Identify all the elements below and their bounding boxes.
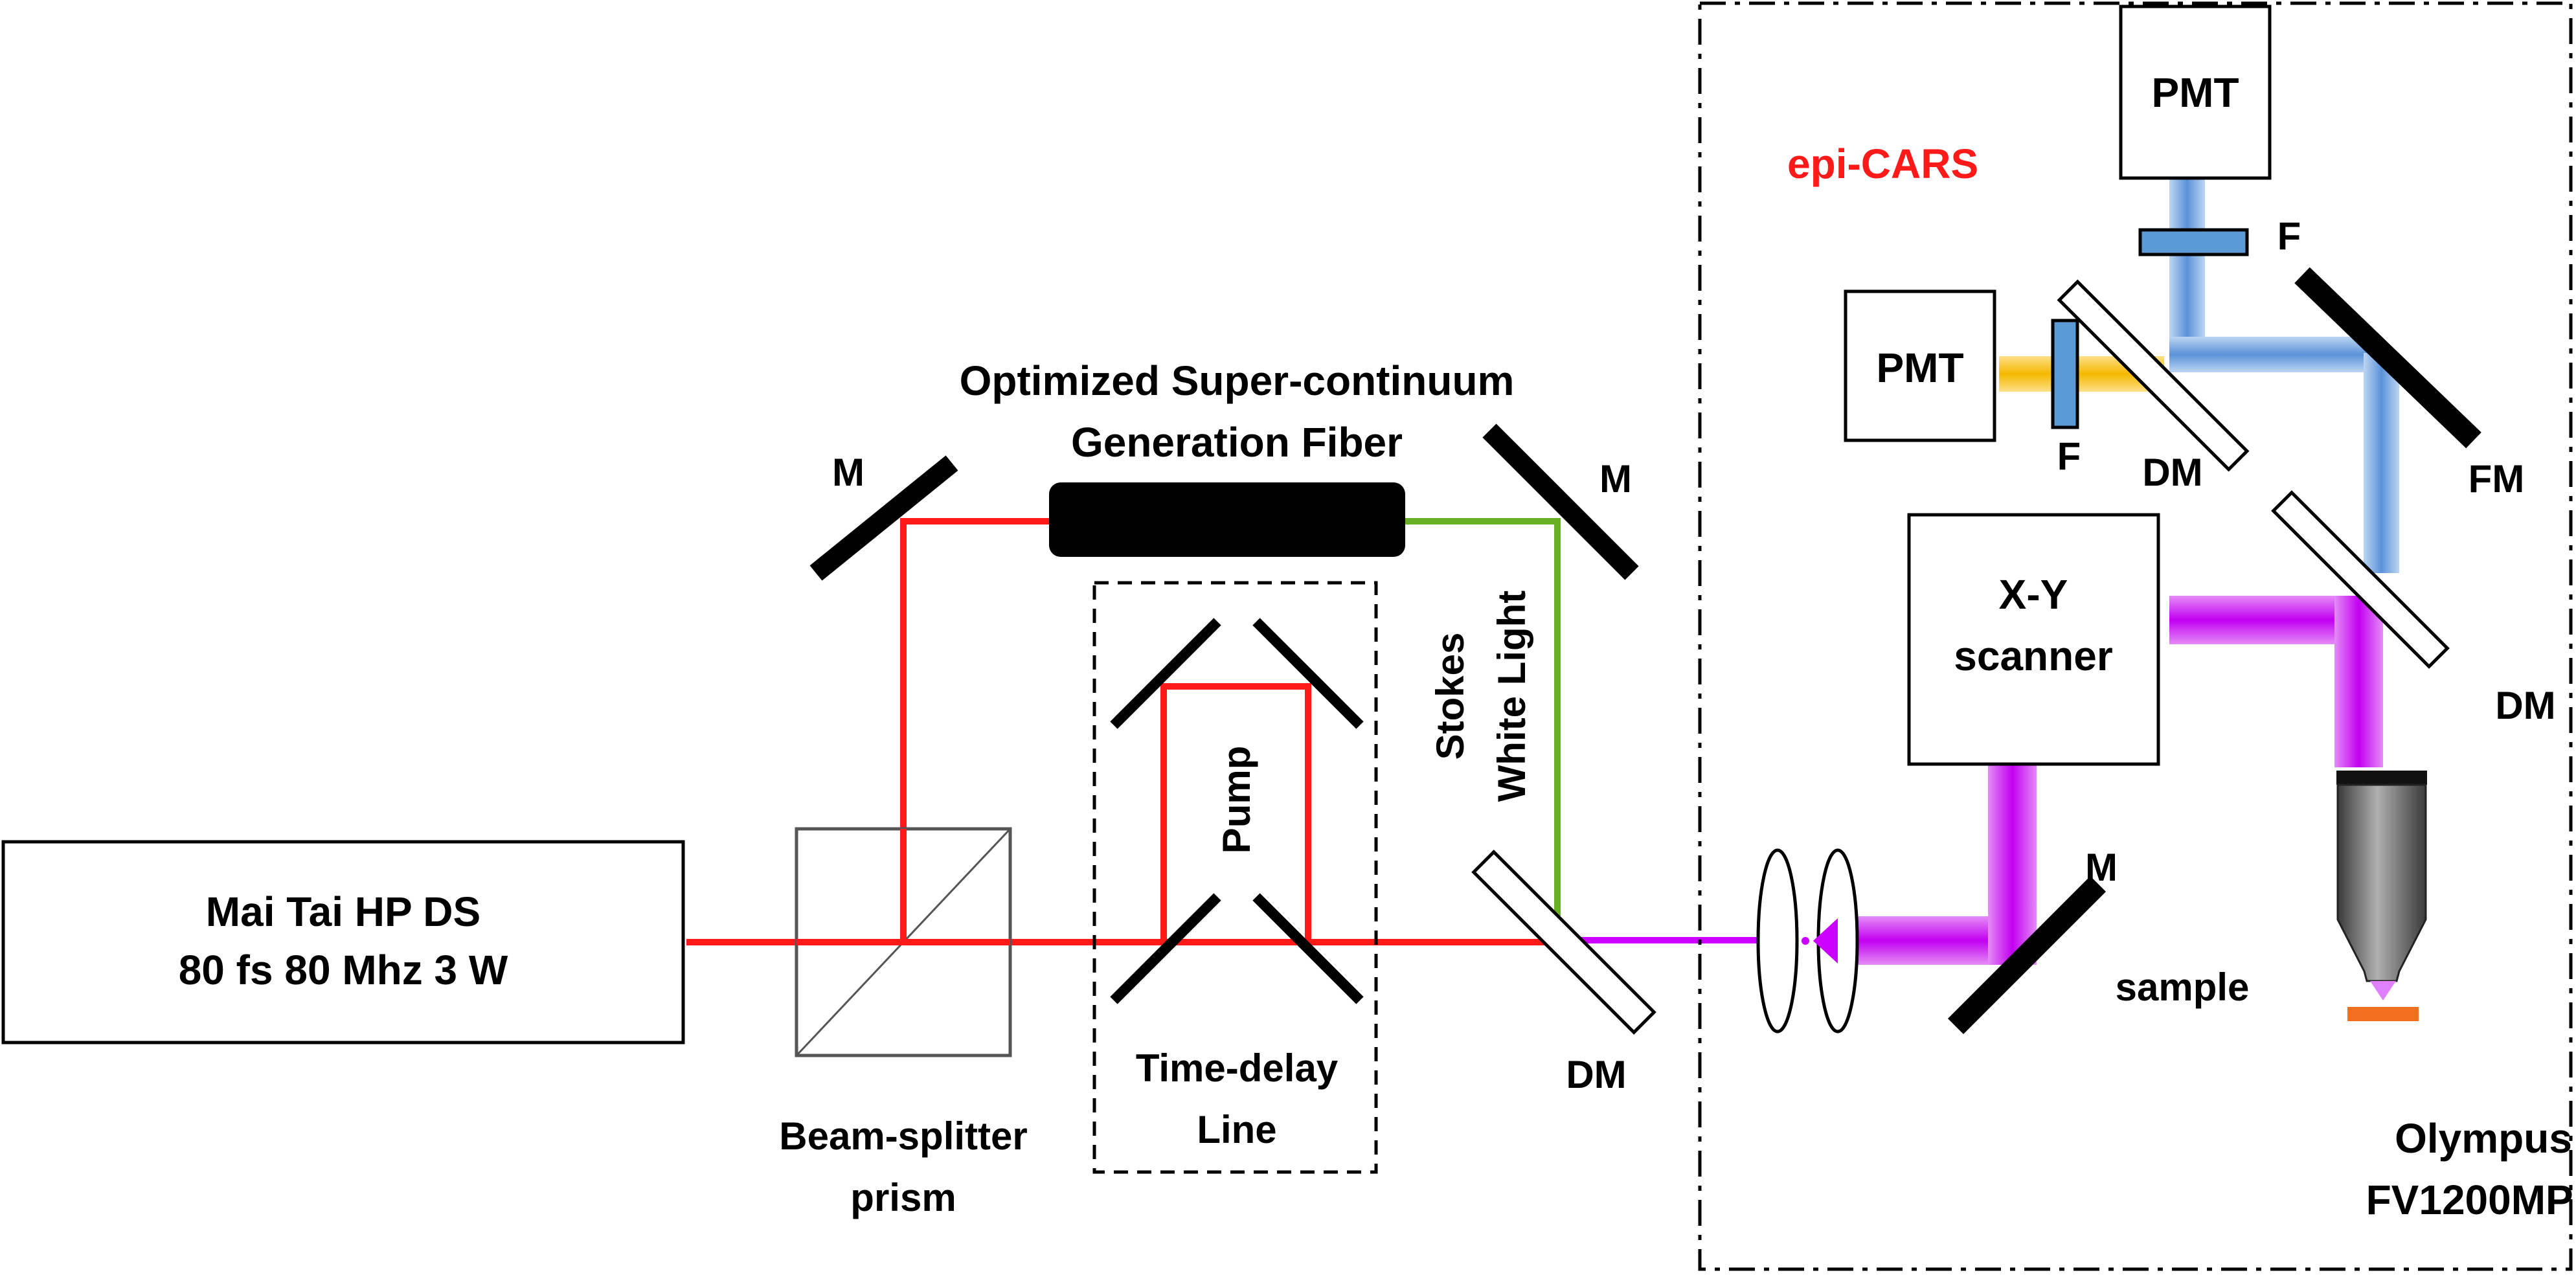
stokes-beam (1405, 518, 1561, 942)
microscope-label-1: Olympus (2395, 1115, 2572, 1162)
stokes-label-1: Stokes (1429, 633, 1472, 760)
delay-mirror-top-right (1252, 618, 1364, 729)
pmt-top-label: PMT (2151, 69, 2239, 116)
focus-spot (1802, 937, 1809, 945)
laser-specs: 80 fs 80 Mhz 3 W (179, 947, 508, 993)
mirror-scanner (1947, 875, 2107, 1035)
sample-label: sample (2116, 965, 2250, 1009)
fm-label: FM (2469, 457, 2525, 501)
fiber-label-1: Optimized Super-continuum (960, 357, 1515, 404)
filter-top-label: F (2277, 214, 2301, 258)
dm-combiner-label: DM (1566, 1053, 1626, 1096)
lens-1 (1756, 848, 1799, 1033)
dichroic-mirror-detection (2057, 279, 2250, 472)
time-delay-label-1: Time-delay (1136, 1046, 1339, 1090)
mirror-left-label: M (832, 451, 864, 494)
laser-box: Mai Tai HP DS 80 fs 80 Mhz 3 W (1, 840, 685, 1044)
excitation-focus (2370, 981, 2396, 1000)
sample (2347, 1007, 2419, 1021)
dichroic-mirror-objective (2271, 490, 2450, 669)
scanner-label-1: X-Y (1999, 571, 2068, 618)
pump-label: Pump (1215, 746, 1258, 854)
signal-beam-down (2364, 353, 2399, 573)
expanded-beam (1839, 916, 2014, 965)
laser-name: Mai Tai HP DS (206, 888, 480, 935)
stokes-label-2: White Light (1490, 591, 1533, 802)
mirror-scanner-label: M (2085, 846, 2118, 889)
objective-lens (2336, 771, 2427, 982)
time-delay-box (1092, 581, 1378, 1174)
fiber-label-2: Generation Fiber (1071, 419, 1403, 466)
mirror-left (809, 455, 958, 581)
time-delay-label-2: Line (1197, 1108, 1276, 1151)
signal-beam-vertical (2169, 178, 2205, 353)
dm-detection-label: DM (2142, 451, 2202, 494)
scanner-input-beam (1988, 761, 2037, 965)
mirror-right (1482, 423, 1639, 580)
scanner-label-2: scanner (1954, 633, 2112, 679)
objective-input-beam (2334, 596, 2383, 767)
pmt-left: PMT (1844, 289, 1996, 442)
beam-splitter-label-1: Beam-splitter (779, 1114, 1027, 1158)
epi-cars-label: epi-CARS (1787, 141, 1978, 187)
expanded-beam-cone-overlay (1813, 918, 1838, 964)
filter-left (2051, 319, 2079, 429)
mirror-right-label: M (1599, 457, 1632, 501)
signal-beam-horizontal (2169, 337, 2380, 372)
beam-splitter-label-2: prism (850, 1176, 956, 1219)
flip-mirror (2294, 267, 2481, 449)
microscope-label-2: FV1200MPE (2366, 1177, 2576, 1223)
olympus-enclosure (1698, 1, 2573, 1271)
filter-top (2138, 228, 2249, 256)
xy-scanner: X-Y scanner (1907, 513, 2160, 766)
delay-mirror-top-left (1110, 618, 1221, 729)
dichroic-mirror-combiner (1471, 850, 1656, 1035)
delay-mirror-bottom-left (1110, 893, 1221, 1004)
delay-mirror-bottom-right (1252, 893, 1364, 1004)
scanner-output-beam (2169, 596, 2344, 644)
filter-left-label: F (2057, 434, 2081, 478)
dm-objective-label: DM (2495, 684, 2555, 727)
pmt-top: PMT (2119, 5, 2272, 180)
supercontinuum-fiber (1049, 482, 1405, 557)
pmt-left-label: PMT (1876, 344, 1963, 391)
pump-beam-through-prism (797, 829, 1010, 945)
